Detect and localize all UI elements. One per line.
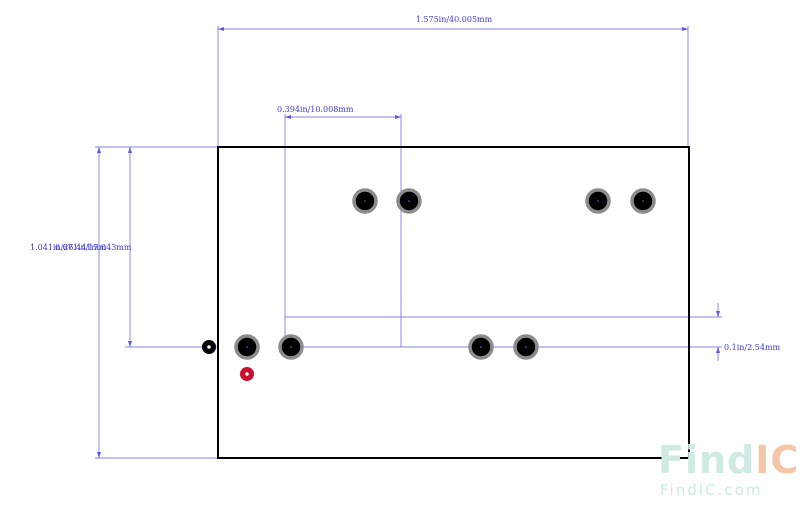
pad (630, 188, 656, 214)
pad (468, 334, 494, 360)
height-dimension-label: 1.041in/26.441mm (30, 243, 107, 252)
spacing-dimension-label: 0.1in/2.54mm (724, 343, 781, 352)
pitch-dimension-label: 0.394in/10.008mm (277, 105, 354, 114)
pad (513, 334, 539, 360)
pad (396, 188, 422, 214)
watermark-logo-main: Find (658, 438, 756, 482)
pad (585, 188, 611, 214)
watermark-url: FindIC.com (660, 481, 763, 499)
watermark-logo: FindIC (658, 440, 799, 480)
pin1-marker (240, 367, 254, 381)
pad (278, 334, 304, 360)
width-dimension-label: 1.575in/40.005mm (416, 15, 493, 24)
pad (234, 334, 260, 360)
origin-marker (202, 340, 216, 354)
board-outline (217, 146, 690, 459)
pad (352, 188, 378, 214)
watermark-logo-accent: IC (755, 438, 800, 482)
offset-dimension-label: 0.671in/17.043mm (55, 243, 132, 252)
